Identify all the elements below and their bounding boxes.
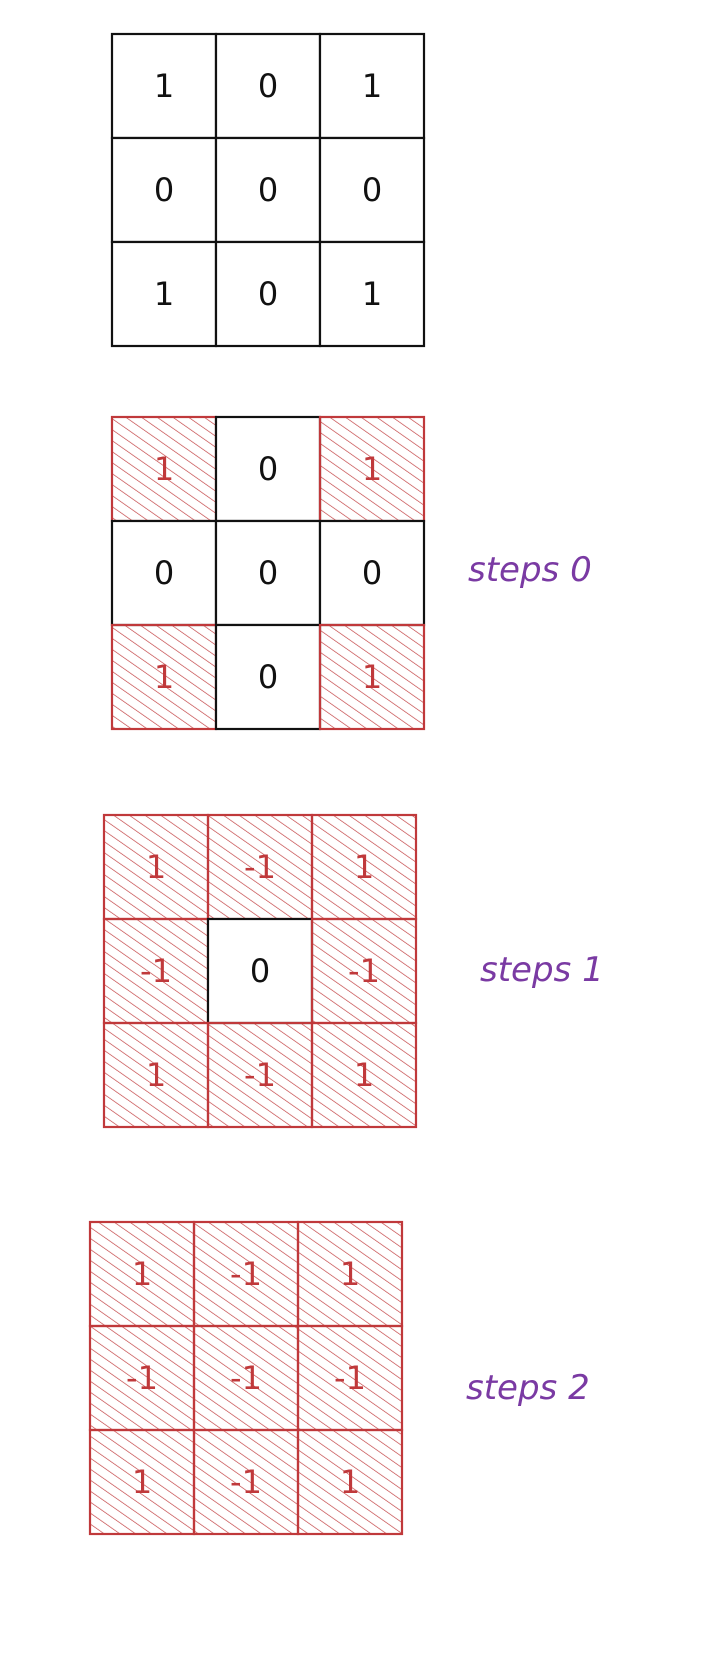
grid-0: 1 0 1 0 0 0 1 0 1 xyxy=(110,32,426,348)
highlighted-cell xyxy=(88,1428,196,1536)
highlighted-cell xyxy=(310,813,418,921)
cell-value: 1 xyxy=(354,848,374,886)
highlighted-cell xyxy=(192,1220,300,1328)
cell-value: -1 xyxy=(126,1359,158,1397)
cell-value: 0 xyxy=(154,171,174,209)
cell-value: 1 xyxy=(132,1255,152,1293)
cell-value: 0 xyxy=(258,554,278,592)
cell-value: 1 xyxy=(340,1255,360,1293)
highlighted-cell xyxy=(296,1428,404,1536)
cell-value: 1 xyxy=(154,658,174,696)
grid-cell xyxy=(318,32,426,140)
highlighted-cell xyxy=(310,917,418,1025)
cell-value: 1 xyxy=(354,1056,374,1094)
highlighted-cell xyxy=(102,917,210,1025)
cell-value: 0 xyxy=(362,171,382,209)
highlighted-cell xyxy=(110,623,218,731)
cell-value: -1 xyxy=(230,1463,262,1501)
cell-value: -1 xyxy=(348,952,380,990)
highlighted-cell xyxy=(102,813,210,921)
cell-value: -1 xyxy=(334,1359,366,1397)
grid-cell xyxy=(214,623,322,731)
cell-value: -1 xyxy=(244,848,276,886)
grid-cell xyxy=(214,32,322,140)
step-label: steps 2 xyxy=(466,1368,590,1408)
grid-cell xyxy=(110,240,218,348)
grid-cell xyxy=(110,32,218,140)
highlighted-cell xyxy=(192,1428,300,1536)
cell-value: 0 xyxy=(362,554,382,592)
cell-value: 1 xyxy=(154,450,174,488)
cell-value: 1 xyxy=(132,1463,152,1501)
cell-value: 0 xyxy=(258,171,278,209)
highlighted-cell xyxy=(310,1021,418,1129)
cell-value: 1 xyxy=(362,67,382,105)
cell-value: 0 xyxy=(258,658,278,696)
highlighted-cell xyxy=(318,623,426,731)
cell-value: 0 xyxy=(258,275,278,313)
highlighted-cell xyxy=(206,813,314,921)
cell-value: 0 xyxy=(258,450,278,488)
highlighted-cell xyxy=(102,1021,210,1129)
grid-cell xyxy=(318,136,426,244)
grid-1: 1 0 1 0 0 0 1 0 1 steps 0 xyxy=(110,415,592,731)
cell-value: -1 xyxy=(230,1255,262,1293)
step-label: steps 1 xyxy=(480,950,604,990)
highlighted-cell xyxy=(318,415,426,523)
grids-layer: 1 0 1 0 0 0 1 0 1 1 0 1 0 0 0 1 0 1 steps 0 1 -1 1 -1 0 -1 1 -1 1 st… xyxy=(88,32,604,1536)
grid-cell xyxy=(206,917,314,1025)
step-label: steps 0 xyxy=(468,550,592,590)
grid-3: 1 -1 1 -1 -1 -1 1 -1 1 steps 2 xyxy=(88,1220,590,1536)
highlighted-cell xyxy=(296,1324,404,1432)
cell-value: -1 xyxy=(244,1056,276,1094)
cell-value: 1 xyxy=(362,275,382,313)
grid-cell xyxy=(214,240,322,348)
highlighted-cell xyxy=(88,1324,196,1432)
cell-value: 1 xyxy=(154,275,174,313)
cell-value: 1 xyxy=(146,1056,166,1094)
cell-value: 1 xyxy=(340,1463,360,1501)
highlighted-cell xyxy=(88,1220,196,1328)
highlighted-cell xyxy=(296,1220,404,1328)
cell-value: 1 xyxy=(362,450,382,488)
cell-value: -1 xyxy=(140,952,172,990)
grid-cell xyxy=(214,519,322,627)
cell-value: 0 xyxy=(250,952,270,990)
cell-value: 0 xyxy=(258,67,278,105)
grid-cell xyxy=(318,240,426,348)
cell-value: 1 xyxy=(154,67,174,105)
cell-value: 0 xyxy=(154,554,174,592)
cell-value: -1 xyxy=(230,1359,262,1397)
cell-value: 1 xyxy=(362,658,382,696)
highlighted-cell xyxy=(110,415,218,523)
cell-value: 1 xyxy=(146,848,166,886)
grid-2: 1 -1 1 -1 0 -1 1 -1 1 steps 1 xyxy=(102,813,604,1129)
